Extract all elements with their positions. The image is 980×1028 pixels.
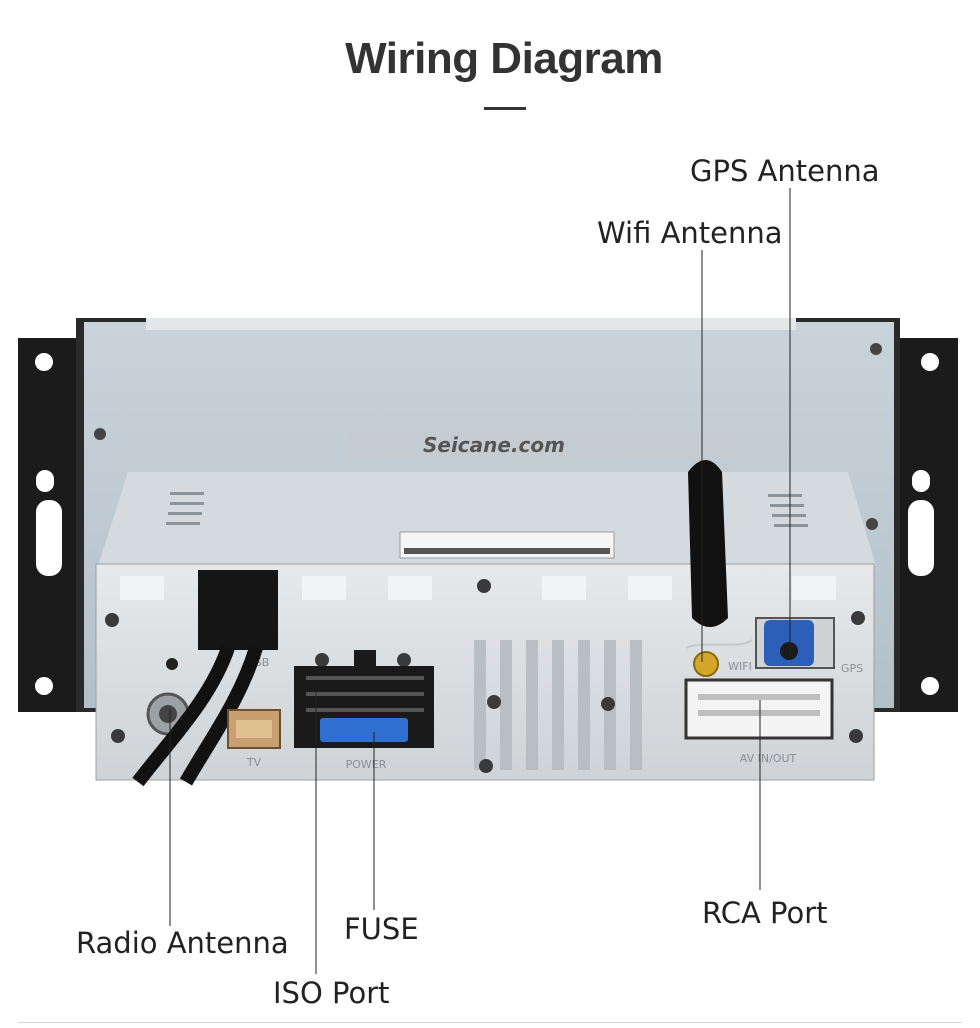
leader-lines: [169, 188, 791, 974]
tv-connector: [227, 709, 281, 749]
gps-connector: [755, 617, 835, 669]
watermark: Seicane.com: [423, 433, 565, 457]
wifi-port-label: WIFI: [728, 660, 752, 673]
wifi-antenna-callout: Wifi Antenna: [597, 216, 783, 250]
iso-power-connector: [294, 650, 434, 748]
fuse-callout: FUSE: [344, 912, 419, 946]
inner-body: [98, 472, 876, 566]
iso-port-callout: ISO Port: [273, 976, 390, 1010]
title-underline: [484, 107, 526, 110]
gps-antenna-callout: GPS Antenna: [690, 154, 880, 188]
rca-port-callout: RCA Port: [702, 896, 828, 930]
page-title: Wiring Diagram: [345, 34, 663, 83]
usb-cable: [132, 570, 278, 787]
fuse-icon: [320, 718, 408, 742]
av-port-label: AV IN/OUT: [740, 752, 797, 765]
gps-port-label: GPS: [841, 662, 863, 675]
tv-port-label: TV: [246, 756, 262, 769]
power-port-label: POWER: [346, 758, 387, 771]
bottom-divider: [18, 1022, 962, 1023]
wifi-antenna: [685, 460, 753, 677]
radio-antenna-callout: Radio Antenna: [76, 926, 289, 960]
right-mounting-bracket: [896, 338, 958, 712]
left-mounting-bracket: [18, 338, 82, 712]
rca-av-port: [684, 678, 834, 740]
